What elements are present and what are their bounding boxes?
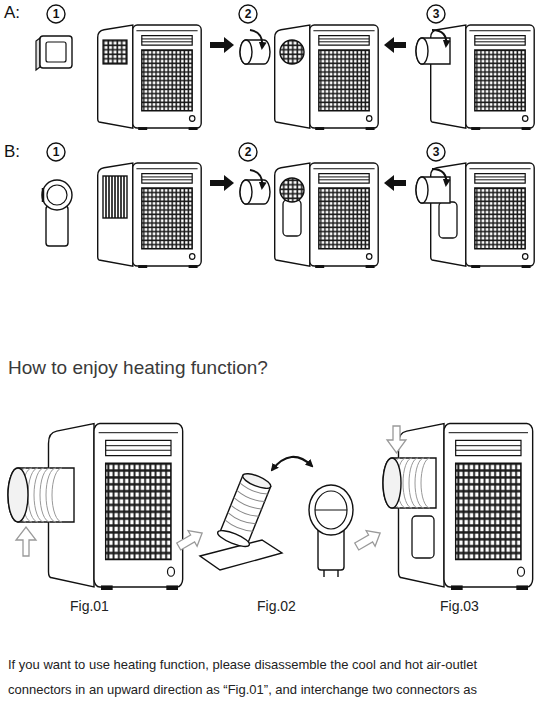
ac-unit	[431, 25, 535, 130]
step-number: 1	[46, 4, 66, 24]
row-label: B:	[4, 142, 20, 162]
step-number: 2	[238, 4, 258, 24]
connector-opening	[240, 40, 252, 64]
rotate-arrow	[432, 169, 446, 185]
figure-one	[8, 424, 183, 590]
side-round-grille	[280, 40, 304, 64]
tab-pin	[323, 570, 324, 577]
square-plate	[40, 36, 72, 68]
hose-body	[383, 458, 436, 508]
plate-tab	[46, 206, 68, 246]
figure-label: Fig.03	[440, 598, 479, 614]
instruction-text: If you want to use heating function, ple…	[8, 652, 538, 702]
connector-opening	[240, 180, 252, 204]
step-circles	[47, 5, 445, 161]
ac-unit	[275, 25, 379, 130]
rotate-arrow	[432, 30, 446, 46]
flow-arrow	[174, 525, 206, 554]
step-arrow	[384, 175, 406, 191]
step-circle	[427, 5, 445, 23]
connector-body	[416, 38, 450, 64]
figure-label: Fig.02	[257, 598, 296, 614]
ac-unit	[98, 163, 202, 268]
flow-arrow-shape	[174, 525, 206, 554]
step-arrow	[384, 37, 406, 53]
tab-pin	[337, 570, 338, 577]
plate-opening	[46, 42, 66, 62]
step-number: 1	[46, 142, 66, 162]
section-heading: How to enjoy heating function?	[8, 357, 268, 379]
direction-arrow	[16, 527, 36, 556]
flow-arrow	[352, 525, 384, 554]
connector-opening	[416, 38, 428, 64]
step-circle	[239, 5, 257, 23]
side-square-grille	[103, 40, 127, 64]
step-arrow	[210, 37, 234, 53]
step-circle	[239, 143, 257, 161]
flow-arrow-shape	[352, 525, 384, 554]
step-arrow	[210, 175, 234, 191]
plate-opening	[315, 491, 347, 529]
step-circle	[427, 143, 445, 161]
hose-collar	[216, 528, 251, 550]
hose-ribs	[224, 483, 268, 534]
connector-body	[240, 180, 270, 204]
side-slot-grille	[103, 176, 127, 218]
slot-slats	[106, 176, 124, 218]
hose-opening	[241, 471, 273, 492]
hose-body	[8, 468, 74, 522]
step-number: 2	[238, 142, 258, 162]
swap-arrow	[272, 457, 312, 470]
side-round-grille	[280, 178, 304, 202]
rotate-arrow	[250, 30, 262, 48]
plate-rim	[315, 510, 347, 511]
hose-connector	[216, 470, 274, 549]
plate-opening	[47, 185, 67, 205]
row-a	[36, 25, 534, 130]
connector-opening	[416, 177, 428, 203]
figure-two	[200, 457, 353, 577]
row-b	[42, 163, 534, 268]
round-plate	[42, 180, 72, 210]
step-circle	[47, 143, 65, 161]
connector-body	[416, 177, 450, 203]
ac-unit	[275, 163, 379, 268]
step-number: 3	[426, 4, 446, 24]
ac-unit	[431, 163, 535, 268]
slot-frame	[103, 176, 127, 218]
side-tab	[283, 200, 301, 236]
direction-arrow	[387, 426, 406, 453]
step-circle	[47, 5, 65, 23]
side-tab	[439, 202, 457, 238]
row-label: A:	[4, 3, 20, 23]
round-plate	[309, 485, 353, 535]
ac-unit	[98, 25, 202, 130]
rotate-arrow	[250, 170, 262, 188]
connector-body	[240, 40, 270, 64]
step-number: 3	[426, 142, 446, 162]
hose-opening	[8, 468, 28, 522]
figure-label: Fig.01	[70, 598, 109, 614]
figure-three	[383, 424, 533, 590]
side-tab	[412, 516, 434, 558]
plate-edge	[42, 188, 45, 202]
hose-opening	[383, 458, 401, 508]
